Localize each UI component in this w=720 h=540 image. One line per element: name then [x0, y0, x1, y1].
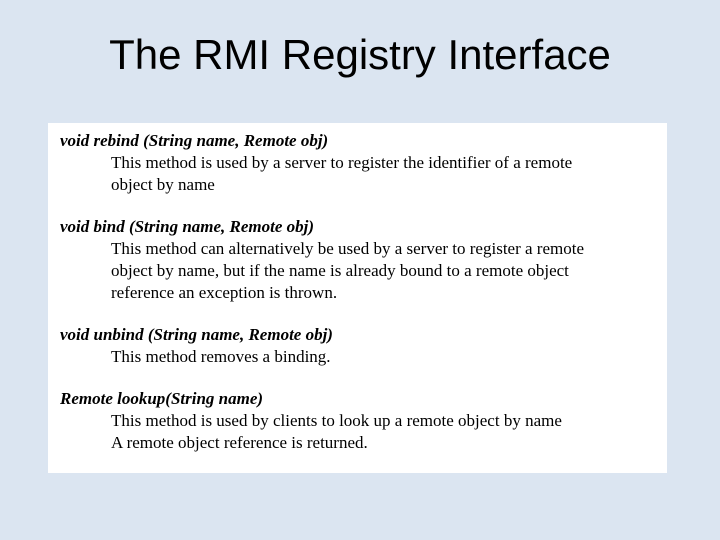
method-rebind-description-line: object by name — [111, 175, 215, 194]
method-bind-description-line: reference an exception is thrown. — [111, 283, 338, 302]
method-bind-description-line: object by name, but if the name is alrea… — [111, 261, 569, 280]
content-box: void rebind (String name, Remote obj) Th… — [48, 123, 667, 473]
method-unbind: void unbind (String name, Remote obj) Th… — [60, 324, 659, 368]
slide-title: The RMI Registry Interface — [109, 31, 611, 78]
method-lookup-description-line: This method is used by clients to look u… — [111, 411, 562, 430]
method-rebind-description-line: This method is used by a server to regis… — [111, 153, 573, 172]
method-lookup-description-line: A remote object reference is returned. — [111, 433, 368, 452]
method-unbind-signature: void unbind (String name, Remote obj) — [60, 325, 333, 344]
method-rebind: void rebind (String name, Remote obj) Th… — [60, 130, 659, 196]
method-lookup: Remote lookup(String name) This method i… — [60, 388, 659, 454]
method-bind-description-line: This method can alternatively be used by… — [111, 239, 584, 258]
method-lookup-signature: Remote lookup(String name) — [60, 389, 264, 408]
method-unbind-description-line: This method removes a binding. — [111, 347, 331, 366]
method-rebind-signature: void rebind (String name, Remote obj) — [60, 131, 329, 150]
method-bind-signature: void bind (String name, Remote obj) — [60, 217, 315, 236]
method-bind: void bind (String name, Remote obj) This… — [60, 216, 659, 304]
